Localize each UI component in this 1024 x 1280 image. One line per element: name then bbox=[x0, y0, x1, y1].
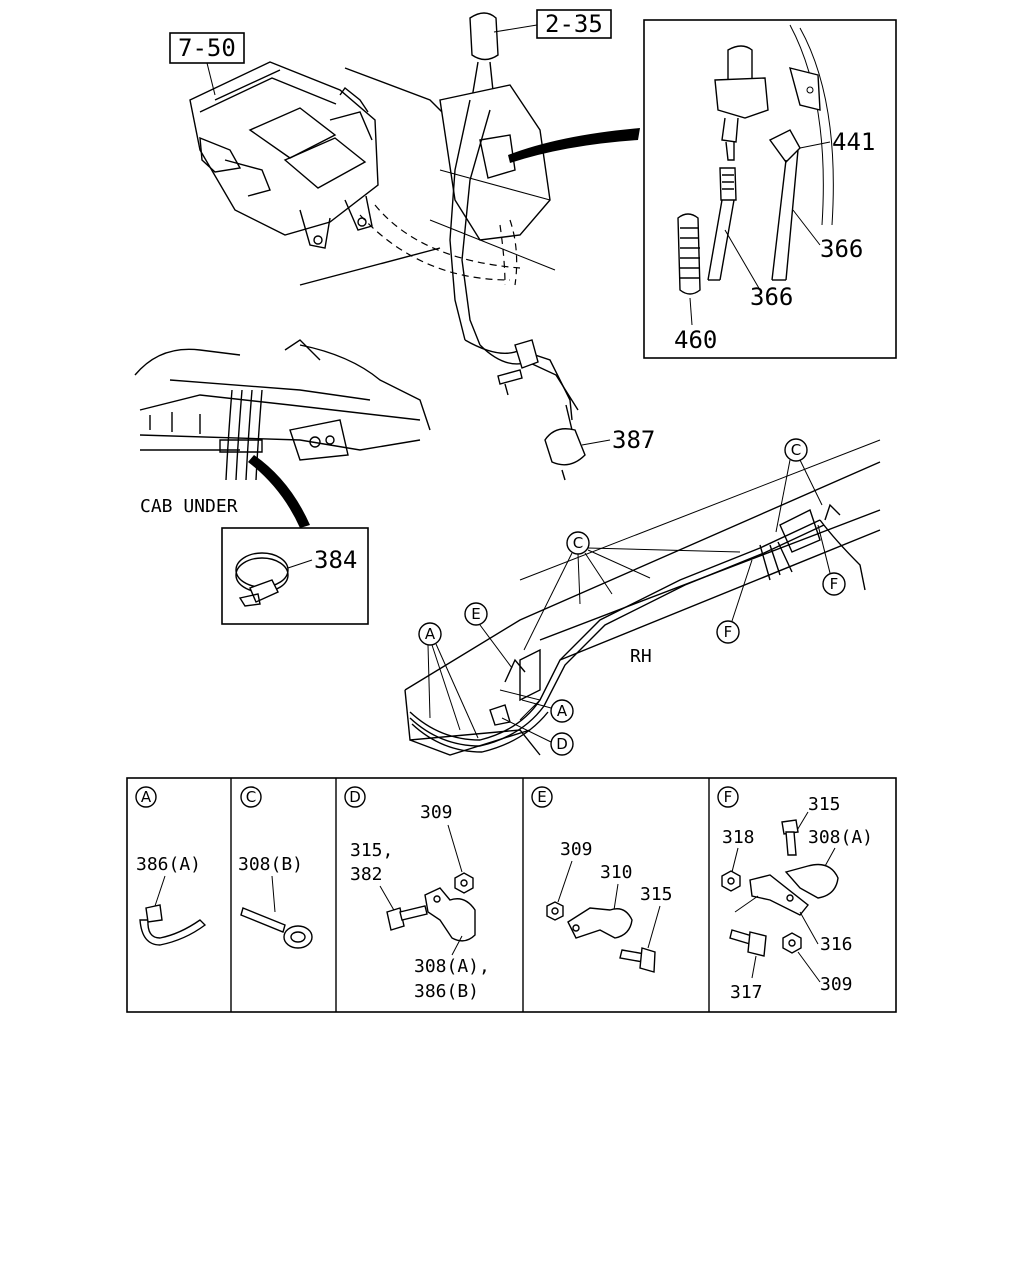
callout-387: 387 bbox=[581, 426, 655, 454]
svg-text:315: 315 bbox=[640, 884, 673, 905]
svg-text:387: 387 bbox=[612, 426, 655, 454]
svg-text:C: C bbox=[246, 788, 256, 806]
svg-text:E: E bbox=[471, 605, 480, 623]
leader-to-detail bbox=[508, 128, 640, 163]
svg-text:366: 366 bbox=[820, 235, 863, 263]
svg-text:308(A),: 308(A), bbox=[414, 956, 490, 977]
callout-366-right: 366 bbox=[792, 209, 863, 263]
svg-text:386(B): 386(B) bbox=[414, 981, 479, 1002]
svg-text:460: 460 bbox=[674, 326, 717, 354]
shift-lever-drawing bbox=[429, 12, 586, 481]
panel-d: D 309 315, 382 308(A), 386(B) bbox=[344, 786, 490, 1002]
marker-d: D bbox=[501, 717, 574, 756]
svg-text:315: 315 bbox=[808, 794, 841, 815]
svg-text:384: 384 bbox=[314, 546, 357, 574]
callout-441: 441 bbox=[799, 128, 875, 156]
detail-box-sensor bbox=[643, 19, 897, 359]
svg-text:310: 310 bbox=[600, 862, 633, 883]
svg-text:D: D bbox=[349, 788, 361, 806]
svg-text:308(B): 308(B) bbox=[238, 854, 303, 875]
panel-c: C 308(B) bbox=[238, 786, 313, 949]
svg-text:318: 318 bbox=[722, 827, 755, 848]
marker-c-mid: C bbox=[523, 531, 741, 651]
svg-text:7-50: 7-50 bbox=[178, 34, 236, 62]
panel-f: F 315 318 308(A) 316 317 309 bbox=[717, 786, 873, 1003]
cab-under-drawing bbox=[134, 339, 431, 481]
svg-text:308(A): 308(A) bbox=[808, 827, 873, 848]
svg-text:A: A bbox=[141, 788, 152, 806]
marker-f-left: F bbox=[716, 559, 753, 644]
svg-text:382: 382 bbox=[350, 864, 383, 885]
svg-text:F: F bbox=[724, 788, 733, 806]
svg-text:2-35: 2-35 bbox=[545, 10, 603, 38]
svg-text:309: 309 bbox=[820, 974, 853, 995]
detail-box-tie: 384 bbox=[221, 527, 369, 625]
svg-text:309: 309 bbox=[420, 802, 453, 823]
marker-f-right: F bbox=[817, 524, 846, 596]
svg-text:C: C bbox=[573, 534, 583, 552]
panel-a: A 386(A) bbox=[135, 786, 207, 946]
svg-text:D: D bbox=[556, 735, 568, 753]
svg-text:386(A): 386(A) bbox=[136, 854, 201, 875]
svg-text:316: 316 bbox=[820, 934, 853, 955]
callout-460: 460 bbox=[674, 297, 717, 354]
ref-box-2-35: 2-35 bbox=[493, 9, 612, 39]
ref-box-7-50: 7-50 bbox=[169, 32, 245, 96]
label-cab-under: CAB UNDER bbox=[140, 496, 238, 517]
svg-text:E: E bbox=[537, 788, 546, 806]
svg-text:315,: 315, bbox=[350, 840, 393, 861]
marker-a-left: A bbox=[418, 622, 479, 739]
control-unit-drawing bbox=[189, 61, 521, 286]
marker-c-top: C bbox=[775, 438, 823, 533]
leader-to-tie bbox=[248, 455, 310, 528]
frame-harness-drawing bbox=[404, 439, 881, 756]
callout-366-left: 366 bbox=[724, 229, 793, 311]
marker-e: E bbox=[464, 602, 513, 669]
svg-text:317: 317 bbox=[730, 982, 763, 1003]
svg-text:A: A bbox=[425, 625, 436, 643]
svg-text:C: C bbox=[791, 441, 801, 459]
svg-text:F: F bbox=[724, 623, 733, 641]
svg-text:F: F bbox=[830, 575, 839, 593]
svg-text:366: 366 bbox=[750, 283, 793, 311]
label-rh: RH bbox=[630, 646, 652, 667]
panel-e: E 309 310 315 bbox=[531, 786, 673, 973]
svg-text:441: 441 bbox=[832, 128, 875, 156]
marker-a-right: A bbox=[521, 699, 574, 723]
svg-text:A: A bbox=[557, 702, 568, 720]
svg-text:309: 309 bbox=[560, 839, 593, 860]
